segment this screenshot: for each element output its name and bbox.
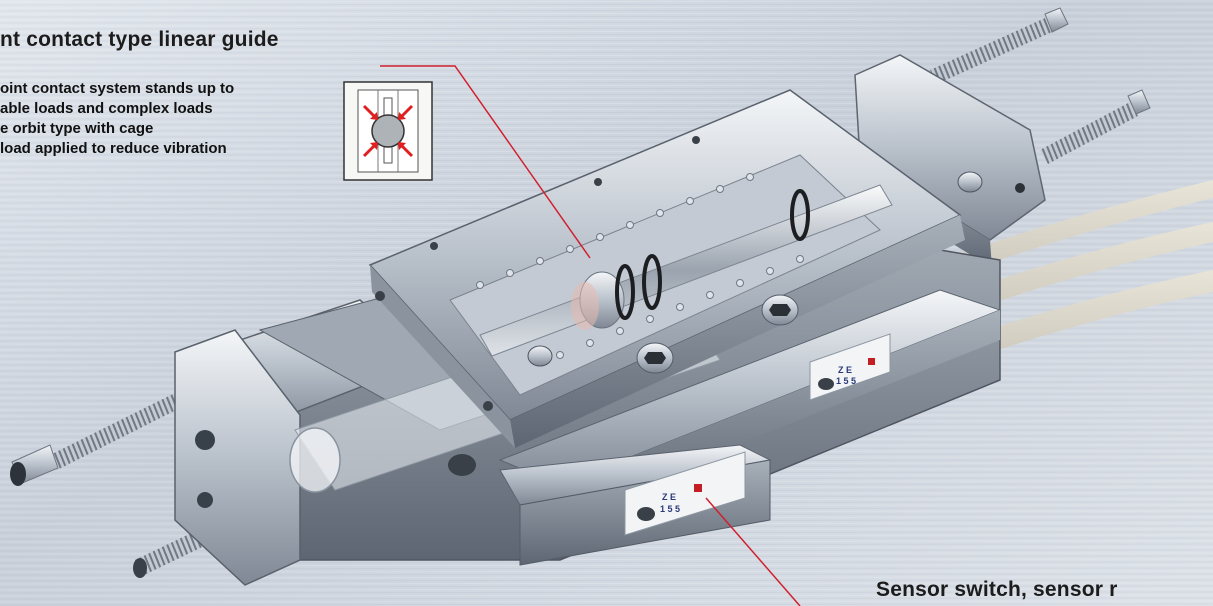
feature-item: e orbit type with cage [0,120,154,137]
linear-guide-feature-list: oint contact system stands up to able lo… [0,79,234,159]
callout-line-sensor [705,497,801,606]
adjuster-rod-right-top [930,7,1069,84]
sensor-label-bottom-line2: 1 5 5 [660,504,680,514]
sensor-switch-heading: Sensor switch, sensor r [876,578,1118,601]
feature-item: able loads and complex loads [0,100,213,117]
linear-guide-heading: nt contact type linear guide [0,28,279,51]
end-plate-left [174,329,301,586]
sensor-label-top-line1: Z E [838,365,852,375]
feature-item: load applied to reduce vibration [0,140,227,157]
piston-rod [479,184,893,357]
sensor-label-top-line2: 1 5 5 [836,376,856,386]
feature-item: oint contact system stands up to [0,80,235,97]
ball-contact-diagram-icon [343,81,433,181]
sensor-switch-upper: Z E 1 5 5 [818,358,875,390]
sensor-switch-lower: Z E 1 5 5 [637,484,702,521]
ball-row-lower [556,255,804,359]
sensor-led-icon [694,484,702,492]
callout-line-guide [380,65,591,259]
hex-screws [448,171,983,476]
ball-row-upper [476,173,754,289]
sensor-led-icon [868,358,875,365]
sensor-label-bottom-line1: Z E [662,492,676,502]
adjuster-rod-left-top [10,388,192,486]
adjuster-rod-right-bottom [1040,89,1151,164]
